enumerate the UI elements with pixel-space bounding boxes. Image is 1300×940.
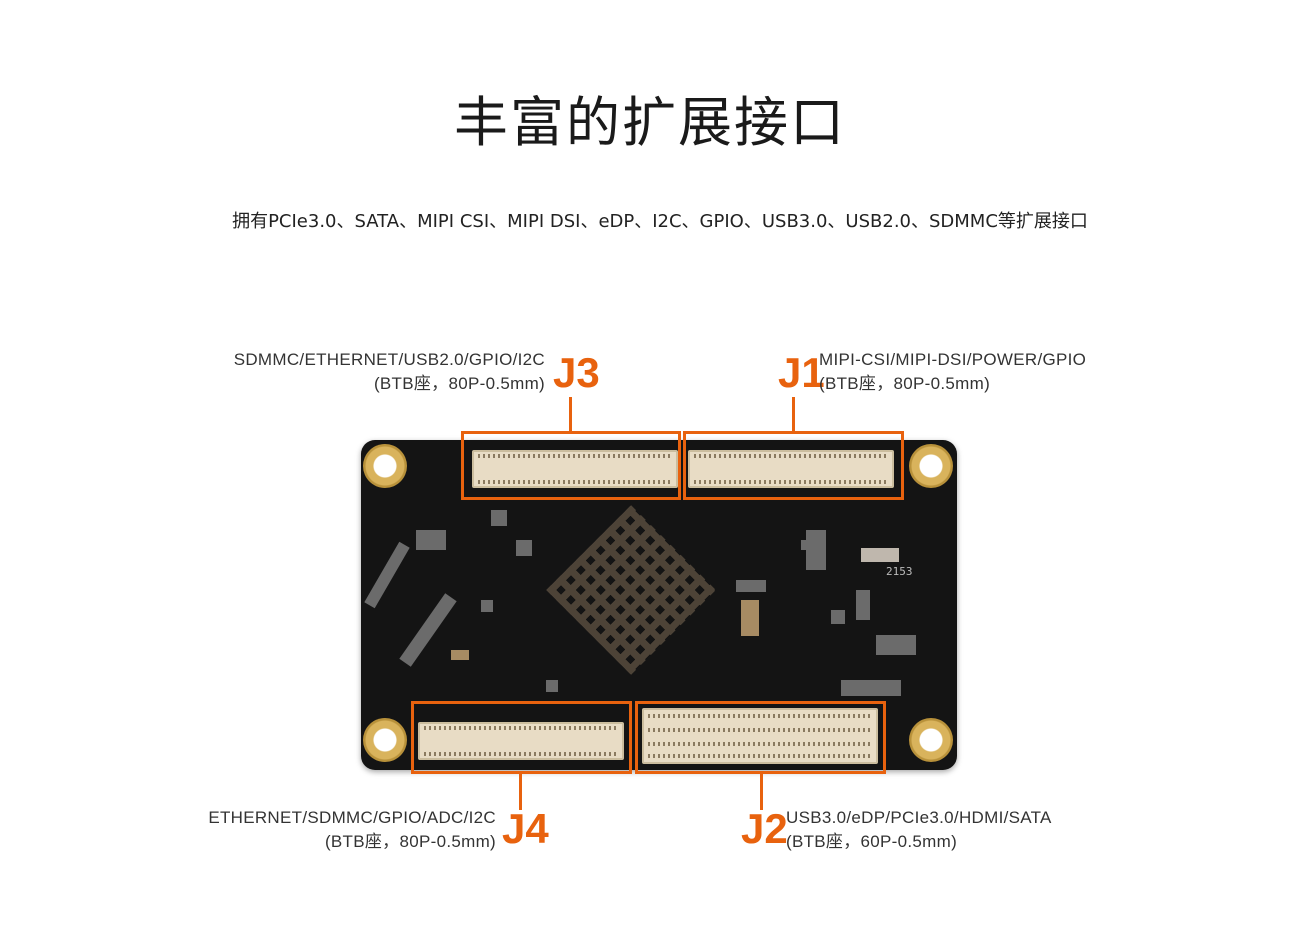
- j2-highlight-box: [635, 701, 886, 774]
- smd-component: [806, 530, 826, 570]
- j3-description: SDMMC/ETHERNET/USB2.0/GPIO/I2C (BTB座，80P…: [190, 348, 545, 396]
- j1-connector: [688, 450, 894, 488]
- j2-description: USB3.0/eDP/PCIe3.0/HDMI/SATA (BTB座，60P-0…: [786, 806, 1052, 854]
- smd-component: [516, 540, 532, 556]
- j3-highlight-box: [461, 431, 681, 500]
- page-title: 丰富的扩展接口: [454, 91, 846, 154]
- smd-component: [491, 510, 507, 526]
- smd-component: [546, 680, 558, 692]
- soc-bga-pattern: [546, 505, 716, 675]
- smd-component: [856, 590, 870, 620]
- smd-component: [451, 650, 469, 660]
- mount-hole-top-right: [909, 444, 953, 488]
- j3-tag: J3: [553, 349, 600, 396]
- smd-component: [364, 541, 410, 609]
- smd-component: [741, 600, 759, 636]
- mount-hole-top-left: [363, 444, 407, 488]
- smd-component: [841, 680, 901, 696]
- j4-highlight-box: [411, 701, 632, 774]
- j1-tag: J1: [778, 349, 825, 396]
- j3-interfaces: SDMMC/ETHERNET/USB2.0/GPIO/I2C: [233, 350, 545, 369]
- smd-component: [399, 593, 457, 667]
- j1-spec: (BTB座，80P-0.5mm): [819, 374, 991, 393]
- smd-component: [831, 610, 845, 624]
- j2-leader-line: [760, 774, 763, 810]
- j2-spec: (BTB座，60P-0.5mm): [786, 832, 958, 851]
- j4-connector: [418, 722, 624, 760]
- j2-tag: J2: [741, 805, 788, 852]
- smd-component: [861, 548, 899, 562]
- core-board-image: 2153: [361, 440, 957, 770]
- j1-description: MIPI-CSI/MIPI-DSI/POWER/GPIO (BTB座，80P-0…: [819, 348, 1086, 396]
- smd-component: [481, 600, 493, 612]
- j4-interfaces: ETHERNET/SDMMC/GPIO/ADC/I2C: [208, 808, 496, 827]
- j3-spec: (BTB座，80P-0.5mm): [373, 374, 545, 393]
- j4-leader-line: [519, 774, 522, 810]
- mount-hole-bottom-left: [363, 718, 407, 762]
- j4-description: ETHERNET/SDMMC/GPIO/ADC/I2C (BTB座，80P-0.…: [150, 806, 496, 854]
- smd-component: [801, 540, 821, 550]
- j1-leader-line: [792, 397, 795, 432]
- j2-connector: [642, 708, 878, 764]
- silkscreen-mark: 2153: [886, 565, 913, 578]
- j1-highlight-box: [683, 431, 904, 500]
- smd-component: [876, 635, 916, 655]
- j3-leader-line: [569, 397, 572, 432]
- page-subtitle: 拥有PCIe3.0、SATA、MIPI CSI、MIPI DSI、eDP、I2C…: [232, 211, 1088, 232]
- j2-interfaces: USB3.0/eDP/PCIe3.0/HDMI/SATA: [786, 808, 1052, 827]
- smd-component: [416, 530, 446, 550]
- mount-hole-bottom-right: [909, 718, 953, 762]
- j1-interfaces: MIPI-CSI/MIPI-DSI/POWER/GPIO: [819, 350, 1087, 369]
- j4-spec: (BTB座，80P-0.5mm): [324, 832, 496, 851]
- j4-tag: J4: [502, 805, 549, 852]
- smd-component: [736, 580, 766, 592]
- j3-connector: [472, 450, 678, 488]
